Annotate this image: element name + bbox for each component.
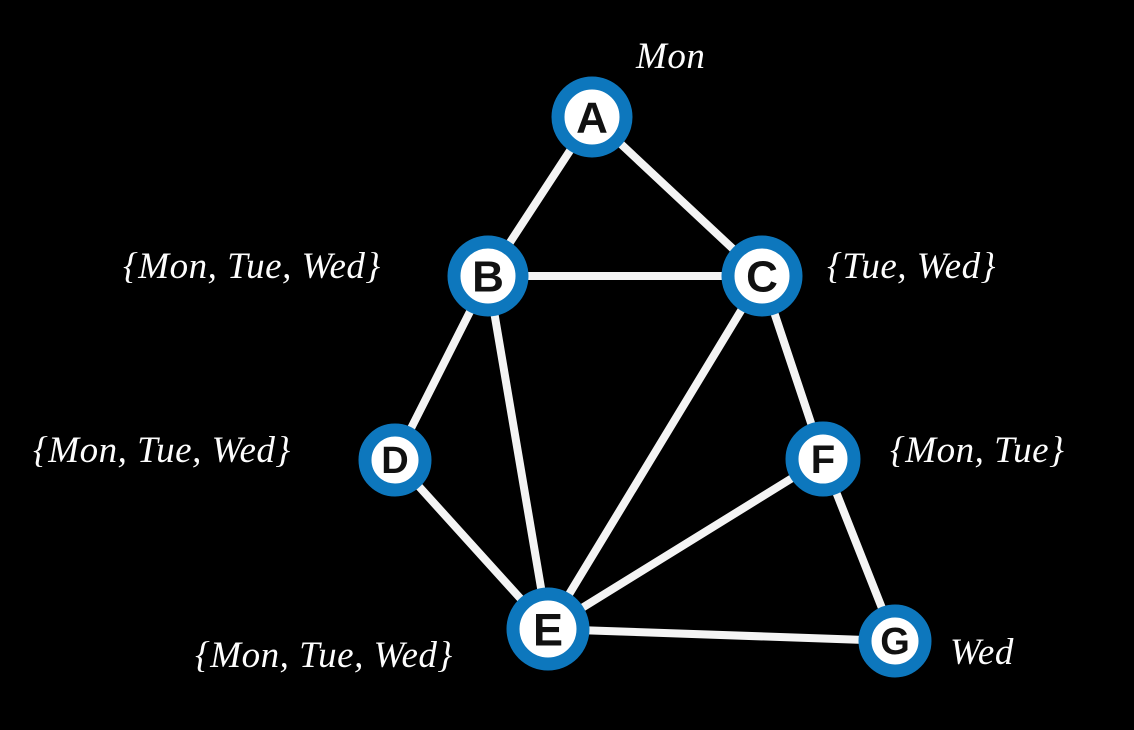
node-circle-d[interactable] [358,423,432,497]
node-letter-b: B [472,253,504,302]
domain-label-d: {Mon, Tue, Wed} [33,430,291,471]
node-letter-f: F [811,438,835,482]
node-d[interactable]: D [358,423,432,497]
node-f[interactable]: F [785,421,861,497]
node-circle-e[interactable] [506,587,590,671]
domain-label-b: {Mon, Tue, Wed} [123,246,381,287]
node-circle-b[interactable] [447,235,529,317]
edge-c-e [544,272,766,633]
node-letter-g: G [880,621,910,663]
domain-label-g: Wed [950,632,1014,673]
node-g[interactable]: G [858,604,932,678]
node-letter-d: D [381,440,408,482]
nodes-group: A B C D E F G [358,76,932,678]
edge-e-g [544,625,899,645]
node-c[interactable]: C [721,235,803,317]
node-circle-g[interactable] [858,604,932,678]
edge-e-f [544,455,827,633]
domain-label-e: {Mon, Tue, Wed} [195,635,453,676]
node-circle-f[interactable] [785,421,861,497]
node-letter-e: E [533,605,563,656]
domain-label-c: {Tue, Wed} [827,246,996,287]
edges-group [391,113,899,645]
node-letter-c: C [746,253,778,302]
node-circle-c[interactable] [721,235,803,317]
node-circle-a[interactable] [551,76,633,158]
node-e[interactable]: E [506,587,590,671]
node-letter-a: A [576,94,608,143]
edge-b-e [484,272,552,633]
domain-label-f: {Mon, Tue} [890,430,1065,471]
domain-label-a: Mon [636,36,706,77]
node-b[interactable]: B [447,235,529,317]
node-a[interactable]: A [551,76,633,158]
